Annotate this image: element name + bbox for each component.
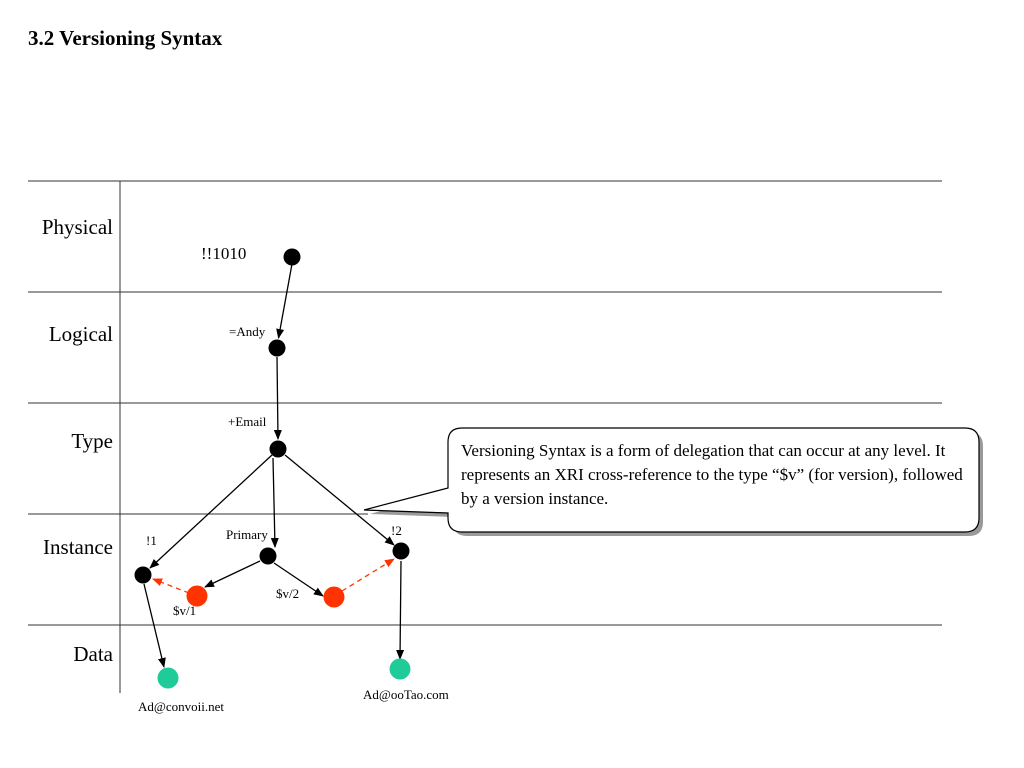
- label-type: +Email: [228, 414, 267, 429]
- edge-instance-1-to-data: [143, 583, 166, 668]
- node-type: [269, 440, 287, 458]
- slide-title: 3.2 Versioning Syntax: [28, 26, 223, 50]
- edge-logical-to-type: [273, 356, 282, 440]
- node-data-convoii: [157, 667, 179, 689]
- edge-type-to-instance-1: [149, 454, 273, 569]
- edge-type-to-instance-2: [284, 454, 395, 546]
- cross-reference-edges: [152, 558, 395, 594]
- callout-bubble: [363, 427, 983, 536]
- label-instance-primary: Primary: [226, 527, 268, 542]
- edge-primary-to-version-2: [273, 562, 324, 597]
- edge-primary-to-version-1: [204, 560, 261, 588]
- callout-shape: [363, 427, 980, 533]
- label-data-convoii: Ad@convoii.net: [138, 699, 224, 714]
- level-label-logical: Logical: [49, 322, 113, 346]
- node-instance-1: [134, 566, 152, 584]
- level-label-data: Data: [73, 642, 113, 666]
- nodes: [134, 248, 411, 689]
- node-physical: [283, 248, 301, 266]
- edge-instance-2-to-data: [396, 560, 405, 660]
- label-version-1: $v/1: [173, 603, 196, 618]
- label-version-2: $v/2: [276, 586, 299, 601]
- level-label-physical: Physical: [42, 215, 113, 239]
- node-version-1: [186, 585, 208, 607]
- edge-type-to-primary: [270, 457, 279, 548]
- node-version-2: [323, 586, 345, 608]
- edge-version-2-to-instance-2: [341, 558, 395, 592]
- callout-text: Versioning Syntax is a form of delegatio…: [461, 441, 963, 508]
- edge-physical-to-logical: [276, 263, 293, 339]
- label-instance-1: !1: [146, 533, 157, 548]
- level-labels: Physical Logical Type Instance Data: [42, 215, 114, 666]
- label-physical: !!1010: [201, 244, 246, 263]
- node-data-ootao: [389, 658, 411, 680]
- node-logical: [268, 339, 286, 357]
- label-logical: =Andy: [229, 324, 266, 339]
- label-data-ootao: Ad@ooTao.com: [363, 687, 449, 702]
- level-grid: [28, 180, 942, 693]
- level-label-instance: Instance: [43, 535, 113, 559]
- node-instance-primary: [259, 547, 277, 565]
- node-labels: !!1010 =Andy +Email !1 Primary !2 $v/1 $…: [138, 244, 449, 714]
- edge-version-1-to-instance-1: [152, 578, 190, 594]
- level-label-type: Type: [71, 429, 113, 453]
- node-instance-2: [392, 542, 410, 560]
- delegation-edges: [143, 263, 405, 668]
- label-instance-2: !2: [391, 523, 402, 538]
